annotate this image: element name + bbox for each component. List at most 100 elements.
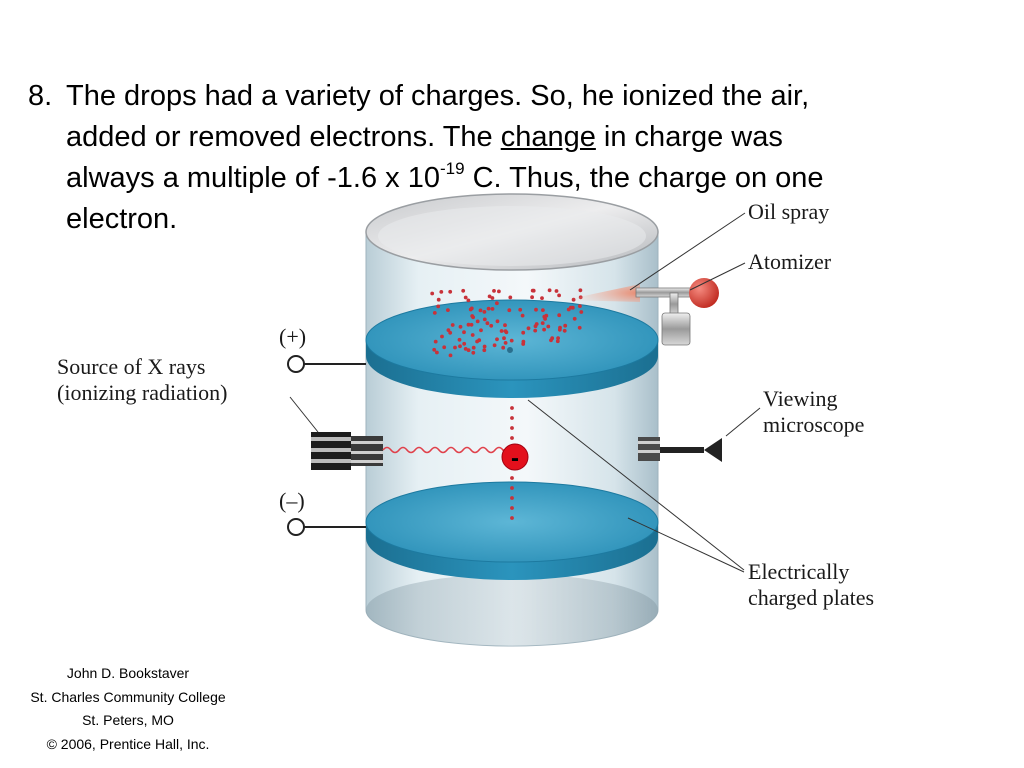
label-xray-source-line1: Source of X rays: [57, 354, 205, 379]
oil-droplet: [461, 288, 466, 293]
underlined-change: change: [500, 121, 596, 153]
oil-droplet: [526, 326, 531, 331]
charged-droplet: -: [501, 443, 529, 472]
oil-droplet: [462, 341, 467, 346]
oil-droplet: [448, 289, 453, 294]
falling-droplet: [510, 476, 514, 480]
oil-droplet: [490, 296, 495, 300]
oil-droplet: [463, 295, 468, 300]
oil-droplet: [479, 328, 483, 333]
oil-droplet: [448, 353, 453, 358]
oil-droplet: [471, 350, 476, 355]
oil-droplet: [533, 324, 538, 329]
oil-droplet: [470, 314, 475, 318]
xray-source: [311, 432, 513, 470]
oil-droplet: [432, 311, 437, 315]
oil-droplet: [490, 307, 495, 311]
chamber-bottom-rim: [366, 574, 658, 646]
bullet-number: 8.: [28, 80, 53, 112]
oil-droplet: [469, 322, 474, 327]
footer-institution: St. Charles Community College: [30, 688, 226, 705]
exponent: -19: [439, 159, 465, 179]
oil-droplet: [521, 330, 526, 335]
oil-droplet: [430, 291, 435, 296]
oil-droplet: [432, 347, 437, 352]
oil-droplet: [530, 295, 534, 300]
slide-footer: John D. Bookstaver St. Charles Community…: [0, 662, 256, 756]
oil-droplet: [492, 343, 497, 348]
oil-droplet: [533, 328, 538, 333]
positive-terminal: [287, 355, 366, 373]
oil-droplet: [504, 330, 509, 335]
oil-droplet: [508, 295, 513, 300]
oil-droplet: [482, 344, 487, 349]
oil-droplet: [546, 324, 551, 329]
oil-droplet: [471, 345, 476, 350]
oil-droplet: [503, 341, 508, 345]
bullet-body: The drops had a variety of charges. So, …: [66, 76, 988, 240]
oil-droplet: [495, 319, 500, 324]
falling-droplet: [510, 486, 514, 490]
oil-droplet: [507, 308, 512, 313]
oil-droplet: [578, 304, 582, 308]
footer-location: St. Peters, MO: [82, 712, 174, 728]
bullet-line-4: electron.: [66, 203, 178, 235]
oil-droplet: [482, 310, 487, 314]
oil-droplet: [540, 296, 544, 300]
falling-droplet: [510, 406, 514, 410]
oil-droplet: [439, 290, 444, 294]
oil-droplet: [477, 338, 482, 343]
oil-droplet: [482, 348, 487, 353]
falling-droplet-trail: [510, 406, 514, 520]
label-plates-line1: Electrically: [748, 559, 849, 584]
oil-droplet: [562, 328, 567, 333]
oil-droplet: [547, 288, 552, 293]
oil-droplet: [487, 294, 492, 299]
label-plus-terminal: (+): [279, 324, 306, 349]
xray-wave: [382, 446, 513, 454]
electron-sign: -: [511, 445, 519, 472]
oil-droplet: [521, 339, 526, 344]
footer-author: John D. Bookstaver: [66, 665, 190, 681]
label-viewing-line2: microscope: [763, 412, 864, 437]
falling-droplet: [510, 496, 514, 500]
oil-droplet: [531, 288, 536, 293]
oil-droplet: [563, 323, 568, 328]
label-xray-source-line2: (ionizing radiation): [57, 380, 227, 405]
falling-droplet: [510, 506, 514, 510]
microscope-device: [638, 437, 722, 462]
oil-droplet: [501, 345, 506, 350]
oil-droplet: [557, 313, 562, 318]
atomizer-device: [565, 278, 719, 346]
footer-copyright: © 2006, Prentice Hall, Inc.: [46, 735, 210, 752]
oil-droplet: [458, 324, 463, 329]
oil-droplet: [475, 319, 480, 324]
oil-droplet: [448, 330, 453, 335]
oil-droplet: [577, 325, 582, 330]
oil-droplet: [450, 323, 455, 327]
oil-droplet: [489, 323, 494, 328]
oil-droplet: [497, 289, 501, 294]
oil-droplet: [485, 321, 490, 326]
oil-droplet: [566, 307, 571, 312]
label-oil-spray: Oil spray: [748, 199, 829, 224]
oil-droplet: [466, 322, 471, 327]
lower-charged-plate: [365, 481, 659, 580]
oil-droplet: [463, 347, 468, 351]
oil-droplet: [543, 317, 547, 321]
oil-droplet: [540, 321, 545, 325]
bullet-line-1: The drops had a variety of charges. So, …: [66, 80, 810, 112]
oil-droplet: [509, 338, 514, 343]
atomizer-bulb: [689, 278, 719, 308]
oil-droplet: [458, 344, 462, 349]
oil-droplet: [556, 336, 560, 340]
bullet-line-2: added or removed electrons. The change i…: [66, 121, 783, 153]
oil-droplet: [550, 336, 555, 341]
negative-terminal: [287, 518, 366, 536]
falling-droplet: [510, 516, 514, 520]
oil-droplet: [495, 337, 499, 342]
oil-droplet: [557, 327, 562, 332]
oil-droplet: [466, 298, 471, 303]
label-atomizer: Atomizer: [748, 249, 832, 274]
